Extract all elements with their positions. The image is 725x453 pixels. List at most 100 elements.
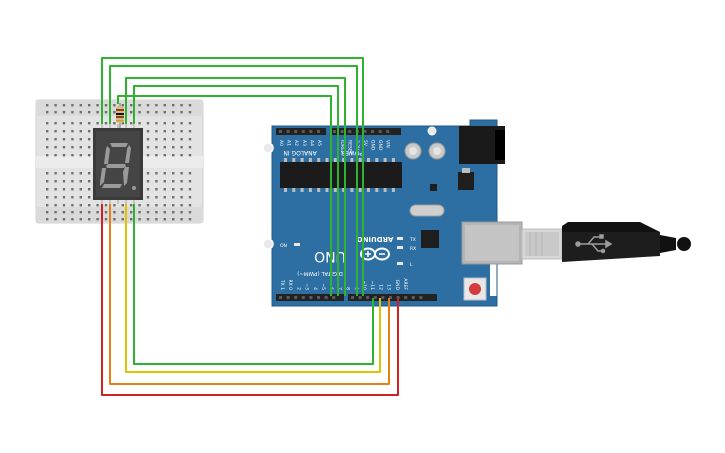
digital-pin[interactable]	[358, 296, 362, 299]
breadboard-hole[interactable]	[104, 218, 108, 221]
digital-pin[interactable]	[309, 296, 313, 299]
wire-green-2[interactable]	[109, 65, 358, 296]
breadboard-hole[interactable]	[155, 204, 158, 207]
breadboard-hole[interactable]	[146, 146, 150, 149]
breadboard-hole[interactable]	[54, 172, 57, 175]
breadboard-hole[interactable]	[88, 122, 91, 125]
breadboard-hole[interactable]	[96, 218, 99, 221]
breadboard-hole[interactable]	[88, 211, 91, 214]
breadboard-hole[interactable]	[71, 122, 74, 125]
breadboard-hole[interactable]	[54, 218, 57, 221]
breadboard-hole[interactable]	[146, 196, 150, 199]
analog-pin[interactable]	[301, 130, 305, 133]
breadboard-hole[interactable]	[180, 111, 183, 114]
breadboard-hole[interactable]	[163, 146, 166, 149]
breadboard-hole[interactable]	[54, 111, 57, 114]
breadboard-hole[interactable]	[71, 146, 74, 149]
power-pin[interactable]	[386, 130, 390, 133]
breadboard-hole[interactable]	[79, 146, 82, 149]
breadboard-hole[interactable]	[104, 122, 108, 125]
breadboard-hole[interactable]	[54, 104, 57, 107]
breadboard-hole[interactable]	[46, 104, 49, 107]
breadboard-hole[interactable]	[88, 188, 91, 191]
breadboard-hole[interactable]	[88, 154, 91, 157]
breadboard-hole[interactable]	[62, 172, 66, 175]
breadboard-hole[interactable]	[163, 204, 166, 207]
breadboard-hole[interactable]	[172, 204, 175, 207]
breadboard-hole[interactable]	[172, 104, 175, 107]
power-pin[interactable]	[378, 130, 382, 133]
breadboard-hole[interactable]	[146, 104, 150, 107]
breadboard-hole[interactable]	[71, 196, 74, 199]
breadboard-hole[interactable]	[180, 180, 183, 183]
breadboard-hole[interactable]	[180, 172, 183, 175]
breadboard-hole[interactable]	[113, 204, 116, 207]
breadboard-hole[interactable]	[163, 154, 166, 157]
breadboard-hole[interactable]	[79, 188, 82, 191]
breadboard-hole[interactable]	[138, 111, 141, 114]
digital-pin[interactable]	[279, 296, 282, 299]
breadboard-hole[interactable]	[172, 122, 175, 125]
breadboard-hole[interactable]	[130, 122, 133, 125]
breadboard-hole[interactable]	[188, 154, 192, 157]
breadboard-hole[interactable]	[155, 138, 158, 141]
breadboard-hole[interactable]	[54, 204, 57, 207]
breadboard-hole[interactable]	[79, 204, 82, 207]
wire-green-3[interactable]	[125, 77, 346, 296]
digital-pin[interactable]	[404, 296, 408, 299]
breadboard-hole[interactable]	[79, 111, 82, 114]
power-pin[interactable]	[348, 130, 352, 133]
digital-pin[interactable]	[294, 296, 298, 299]
breadboard-hole[interactable]	[163, 218, 166, 221]
breadboard-hole[interactable]	[155, 154, 158, 157]
breadboard-hole[interactable]	[79, 104, 82, 107]
breadboard-hole[interactable]	[188, 172, 192, 175]
wire-green-6[interactable]	[133, 204, 374, 365]
digital-pin[interactable]	[301, 296, 305, 299]
analog-pin[interactable]	[317, 130, 320, 133]
breadboard-hole[interactable]	[96, 211, 99, 214]
breadboard-hole[interactable]	[188, 111, 192, 114]
breadboard-hole[interactable]	[54, 138, 57, 141]
breadboard-hole[interactable]	[146, 111, 150, 114]
breadboard-hole[interactable]	[88, 146, 91, 149]
breadboard-hole[interactable]	[62, 180, 66, 183]
breadboard-hole[interactable]	[155, 104, 158, 107]
breadboard-hole[interactable]	[79, 138, 82, 141]
breadboard-hole[interactable]	[180, 122, 183, 125]
digital-pin[interactable]	[381, 296, 385, 299]
breadboard-hole[interactable]	[113, 218, 116, 221]
breadboard-hole[interactable]	[88, 130, 91, 133]
breadboard-hole[interactable]	[46, 111, 49, 114]
breadboard-hole[interactable]	[79, 172, 82, 175]
breadboard-hole[interactable]	[79, 122, 82, 125]
breadboard-hole[interactable]	[172, 188, 175, 191]
usb-cable[interactable]	[521, 222, 691, 262]
digital-pin[interactable]	[332, 296, 336, 299]
breadboard-hole[interactable]	[172, 218, 175, 221]
breadboard-hole[interactable]	[71, 154, 74, 157]
digital-pin[interactable]	[351, 296, 354, 299]
wire-red[interactable]	[101, 204, 399, 396]
breadboard-hole[interactable]	[188, 188, 192, 191]
digital-pin[interactable]	[419, 296, 423, 299]
seven-segment-display[interactable]: 8	[93, 124, 143, 204]
breadboard-hole[interactable]	[46, 130, 49, 133]
breadboard-hole[interactable]	[172, 196, 175, 199]
breadboard-hole[interactable]	[146, 138, 150, 141]
breadboard-hole[interactable]	[96, 104, 99, 107]
breadboard-hole[interactable]	[62, 104, 66, 107]
breadboard-hole[interactable]	[54, 130, 57, 133]
breadboard-hole[interactable]	[188, 138, 192, 141]
breadboard-hole[interactable]	[163, 172, 166, 175]
breadboard-hole[interactable]	[180, 211, 183, 214]
breadboard-hole[interactable]	[180, 218, 183, 221]
breadboard-hole[interactable]	[88, 204, 91, 207]
breadboard-hole[interactable]	[121, 104, 124, 107]
wire-yellow[interactable]	[125, 204, 381, 373]
breadboard-hole[interactable]	[46, 218, 49, 221]
reset-button[interactable]	[463, 277, 487, 301]
resistor[interactable]	[116, 103, 124, 128]
breadboard-hole[interactable]	[163, 130, 166, 133]
